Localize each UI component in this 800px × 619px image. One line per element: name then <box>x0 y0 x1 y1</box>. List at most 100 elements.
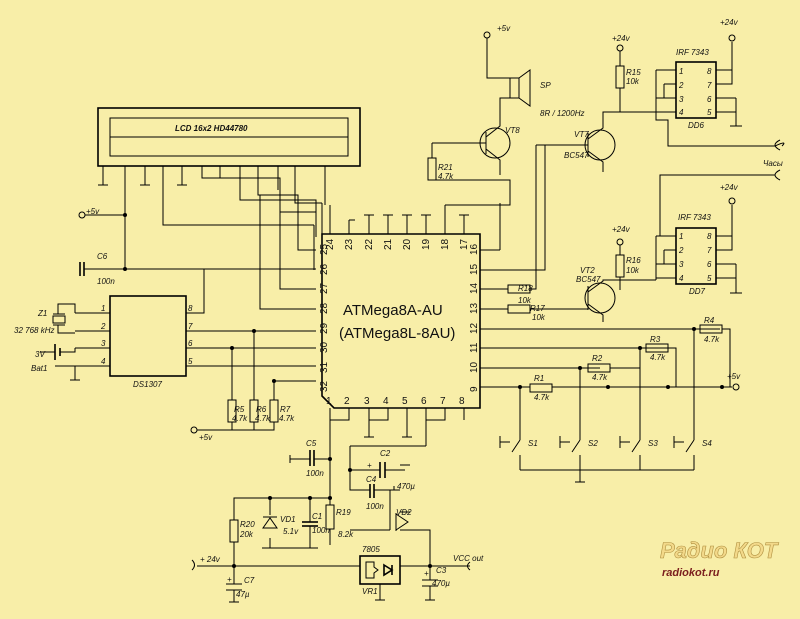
c1-value: 100n <box>312 526 330 535</box>
s1-label: S1 <box>528 439 538 448</box>
r6-label: R6 <box>256 405 267 414</box>
bat-label: Bat1 <box>31 364 47 373</box>
speaker-section: +5v SP 8R / 1200Hz VT8 R21 4.7k <box>427 24 584 181</box>
vin-label: + 24v <box>200 555 221 564</box>
r1-label: R1 <box>534 374 544 383</box>
dd7-model: IRF 7343 <box>678 213 711 222</box>
mcu-pin-22: 22 <box>364 238 375 250</box>
r16-label: R16 <box>626 256 641 265</box>
c1-label: C1 <box>312 512 322 521</box>
dd6-pin-1: 1 <box>679 67 683 76</box>
mcu-pin-17: 17 <box>459 238 470 250</box>
mcu-pin-26: 26 <box>319 263 330 275</box>
mcu-pin-1: 1 <box>326 396 332 407</box>
c4-label: C4 <box>366 475 377 484</box>
c7-label: C7 <box>244 576 255 585</box>
mcu-pin-16: 16 <box>469 243 480 255</box>
dd6-label: DD6 <box>688 121 705 130</box>
vcc-out-label: VCC out <box>453 554 484 563</box>
mcu-atmega8: ATMega8A-AU (ATMega8L-8AU) 24 23 22 21 2… <box>259 144 720 505</box>
mcu-pin-23: 23 <box>344 238 355 250</box>
resistors-r5-r7: +5v R5 4.7k R6 4.7k R7 4.7k <box>190 329 316 442</box>
power-supply: + 24v + C7 47µ 7805 VR1 VCC out + C3 470… <box>191 545 484 603</box>
c7-value: 47µ <box>236 590 250 599</box>
c3-plus: + <box>424 569 429 578</box>
vd2-label: VD2 <box>396 508 412 517</box>
dd6-pin-5: 5 <box>707 108 712 117</box>
mcu-pin-9: 9 <box>469 386 480 392</box>
mcu-pin-19: 19 <box>421 238 432 250</box>
r18-label: R18 <box>518 284 533 293</box>
dd6-pin-6: 6 <box>707 95 712 104</box>
r19-value: 8.2k <box>338 530 354 539</box>
c5-value: 100n <box>306 469 324 478</box>
sp-supply-label: +5v <box>497 24 511 33</box>
mcu-pin-20: 20 <box>402 238 413 250</box>
c2-value: 470µ <box>397 482 415 491</box>
mcu-pin-24: 24 <box>325 238 336 250</box>
dd7-pin-6: 6 <box>707 260 712 269</box>
mcu-name: ATMega8A-AU <box>343 302 443 319</box>
ds1307-label: DS1307 <box>133 380 162 389</box>
r3-label: R3 <box>650 335 661 344</box>
z1-label: Z1 <box>37 309 47 318</box>
vt7-supply-label: +24v <box>612 34 631 43</box>
r2-label: R2 <box>592 354 603 363</box>
ds1307-pin-3: 3 <box>101 339 106 348</box>
dd7-pin-3: 3 <box>679 260 684 269</box>
r4-value: 4.7k <box>704 335 720 344</box>
watermark-logo: Радио КОТ radiokot.ru <box>660 538 779 579</box>
mcu-pin-18: 18 <box>440 238 451 250</box>
mcu-pin-12: 12 <box>469 322 480 334</box>
button-matrix: R1 4.7k R2 4.7k R3 4.7k R4 4.7k +5v S1 S… <box>499 316 741 483</box>
mcu-pin-2: 2 <box>344 396 350 407</box>
output-channel-2: +24v R16 10k VT2 BC547 R17 10k IRF 7343 … <box>507 169 781 322</box>
c6-label: C6 <box>97 252 108 261</box>
mcu-pin-29: 29 <box>319 322 330 334</box>
watermark-site: radiokot.ru <box>662 567 720 579</box>
r6-value: 4.7k <box>255 414 271 423</box>
vd1-label: VD1 <box>280 515 296 524</box>
mcu-pin-5: 5 <box>402 396 408 407</box>
c6-capacitor: +5v C6 100n <box>78 207 316 286</box>
r17-label: R17 <box>530 304 545 313</box>
r7-value: 4.7k <box>279 414 295 423</box>
dd6-pin-4: 4 <box>679 108 684 117</box>
s4-label: S4 <box>702 439 712 448</box>
dd6-pin-2: 2 <box>678 81 684 90</box>
r20-value: 20k <box>239 530 254 539</box>
ds1307-pin-7: 7 <box>188 322 193 331</box>
ds1307-pin-6: 6 <box>188 339 193 348</box>
clock-output-label: Часы <box>763 159 783 168</box>
vreg-model: 7805 <box>362 545 380 554</box>
ds1307-pin-4: 4 <box>101 357 106 366</box>
dd7-pin-2: 2 <box>678 246 684 255</box>
vt2-label: VT2 <box>580 266 595 275</box>
dd7-pin-5: 5 <box>707 274 712 283</box>
mcu-pin-11: 11 <box>469 342 480 353</box>
r5-7-supply-label: +5v <box>199 433 213 442</box>
dd7-pin-7: 7 <box>707 246 712 255</box>
r16-value: 10k <box>626 266 640 275</box>
mcu-pin-10: 10 <box>469 361 480 373</box>
c2-plus: + <box>367 461 372 470</box>
r1-value: 4.7k <box>534 393 550 402</box>
r2-value: 4.7k <box>592 373 608 382</box>
r18-value: 10k <box>518 296 532 305</box>
s2-label: S2 <box>588 439 598 448</box>
lcd-label: LCD 16x2 HD44780 <box>175 124 248 133</box>
r15-label: R15 <box>626 68 641 77</box>
r5-label: R5 <box>234 405 245 414</box>
mcu-pin-6: 6 <box>421 396 427 407</box>
vd1-value: 5.1v <box>283 527 299 536</box>
mcu-pin-14: 14 <box>469 282 480 294</box>
c4-value: 100n <box>366 502 384 511</box>
watermark-title: Радио КОТ <box>660 538 779 563</box>
caps-c2-c5: C5 100n C2 + C4 100n 470µ <box>289 439 426 530</box>
sp-value: 8R / 1200Hz <box>540 109 584 118</box>
r19-label: R19 <box>336 508 351 517</box>
r20-label: R20 <box>240 520 255 529</box>
r3-value: 4.7k <box>650 353 666 362</box>
